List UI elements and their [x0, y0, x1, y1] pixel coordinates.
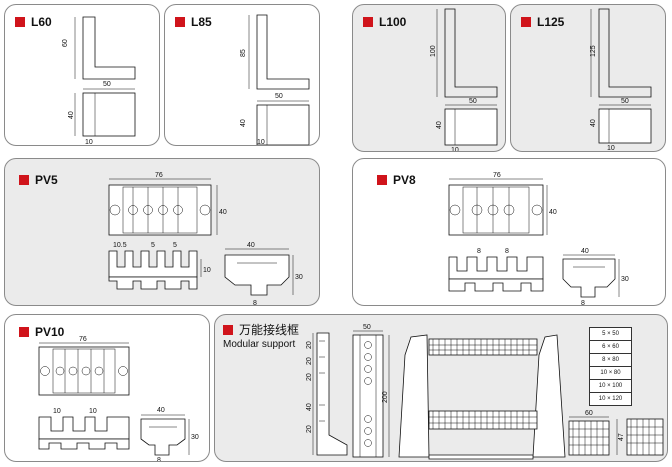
dim-slot-b-label: 10 [89, 408, 97, 415]
title-cn: 万能接线框 [239, 323, 300, 337]
panel-modular-support: 万能接线框 Modular support 20 20 20 40 20 50 … [214, 314, 668, 462]
dim-thick-label: 10 [257, 139, 265, 146]
dim-height-label: 60 [62, 39, 69, 47]
dim-end-width-label: 40 [247, 242, 255, 249]
dim-end-gap-label: 8 [581, 300, 585, 306]
dim-length-label: 76 [155, 172, 163, 179]
dim-depth-label: 40 [68, 111, 75, 119]
size-cell: 6 × 60 [589, 340, 632, 354]
dim-slot-a-label: 8 [477, 248, 481, 255]
title-en: Modular support [223, 339, 296, 350]
panel-pv10: PV10 76 10 10 40 30 8 [4, 314, 210, 462]
dim-height-label: 85 [240, 49, 247, 57]
panel-l85: L85 85 50 40 10 [164, 4, 320, 146]
panel-title: PV8 [377, 173, 416, 187]
title-text: L100 [379, 15, 407, 29]
dim-depth-label: 40 [436, 121, 443, 129]
dim-end-height-label: 30 [295, 274, 303, 281]
dim-depth-label: 40 [590, 119, 597, 127]
title-text: L125 [537, 15, 565, 29]
dim-width-label: 50 [469, 98, 477, 105]
title-text: PV5 [35, 173, 58, 187]
dim-slot-c-label: 5 [173, 242, 177, 249]
dim-slot-a-label: 10 [53, 408, 61, 415]
size-table: 5 × 50 6 × 60 8 × 80 10 × 80 10 × 100 10… [589, 327, 632, 406]
modular-drawing: 20 20 20 40 20 50 200 60 [306, 324, 664, 460]
red-square-icon [19, 327, 29, 337]
dim-width-label: 50 [103, 81, 111, 88]
left-dim-label: 20 [306, 357, 313, 365]
panel-l60: L60 60 50 40 10 [4, 4, 160, 146]
panel-title: PV10 [19, 325, 64, 339]
left-dim-label: 40 [306, 403, 313, 411]
dim-end-height-label: 30 [621, 276, 629, 283]
panel-title: L85 [175, 15, 212, 29]
dim-height-label: 40 [219, 209, 227, 216]
dim-height-label: 100 [430, 45, 437, 57]
red-square-icon [175, 17, 185, 27]
panel-title: L125 [521, 15, 564, 29]
comb-rows [428, 338, 538, 430]
dim-width-label: 50 [275, 93, 283, 100]
red-square-icon [223, 324, 233, 335]
panel-pv5: PV5 76 40 10.5 5 5 10 40 30 8 [4, 158, 320, 306]
size-cell: 8 × 80 [589, 353, 632, 367]
small-width-label: 60 [585, 410, 593, 417]
small-height-label: 47 [618, 433, 625, 441]
title-text: L60 [31, 15, 52, 29]
dim-end-width-label: 40 [157, 407, 165, 414]
l100-drawing: 100 50 40 10 [430, 8, 498, 152]
panel-pv8: PV8 76 40 8 8 40 30 8 [352, 158, 666, 306]
dim-end-gap-label: 8 [253, 300, 257, 306]
pv10-drawing: 76 10 10 40 30 8 [38, 336, 199, 462]
pv5-drawing: 76 40 10.5 5 5 10 40 30 8 [108, 172, 303, 306]
dim-side-label: 10 [203, 267, 211, 274]
column-width-label: 50 [363, 324, 371, 331]
column-height-label: 200 [382, 391, 389, 403]
panel-l100: L100 100 50 40 10 [352, 4, 506, 152]
red-square-icon [15, 17, 25, 27]
size-cell: 10 × 100 [589, 379, 632, 393]
panel-title: PV5 [19, 173, 58, 187]
dim-end-gap-label: 8 [157, 457, 161, 462]
title-text: PV10 [35, 325, 65, 339]
panel-title: L100 [363, 15, 406, 29]
title-text: PV8 [393, 173, 416, 187]
red-square-icon [363, 17, 373, 27]
red-square-icon [377, 175, 387, 185]
dim-length-label: 76 [493, 172, 501, 179]
panel-title: 万能接线框 Modular support [223, 321, 299, 350]
dim-width-label: 50 [621, 98, 629, 105]
dim-end-height-label: 30 [191, 434, 199, 441]
dim-end-width-label: 40 [581, 248, 589, 255]
dim-height-label: 125 [590, 45, 597, 57]
panel-l125: L125 125 50 40 10 [510, 4, 666, 152]
dim-height-label: 40 [549, 209, 557, 216]
left-dim-label: 20 [306, 425, 313, 433]
dim-thick-label: 10 [451, 147, 459, 152]
size-cell: 5 × 50 [589, 327, 632, 341]
red-square-icon [521, 17, 531, 27]
l85-drawing: 85 50 40 10 [240, 14, 310, 146]
dim-thick-label: 10 [607, 145, 615, 152]
red-square-icon [19, 175, 29, 185]
size-cell: 10 × 120 [589, 392, 632, 406]
left-dim-label: 20 [306, 373, 313, 381]
dim-slot-b-label: 5 [151, 242, 155, 249]
dim-length-label: 76 [79, 336, 87, 343]
title-text: L85 [191, 15, 212, 29]
panel-title: L60 [15, 15, 52, 29]
size-cell: 10 × 80 [589, 366, 632, 380]
dim-slot-b-label: 8 [505, 248, 509, 255]
dim-thick-label: 10 [85, 139, 93, 146]
dim-slot-a-label: 10.5 [113, 242, 127, 249]
pv8-drawing: 76 40 8 8 40 30 8 [448, 172, 629, 306]
l125-drawing: 125 50 40 10 [590, 8, 652, 152]
l60-drawing: 60 50 40 10 [62, 16, 136, 146]
dim-depth-label: 40 [240, 119, 247, 127]
left-dim-label: 20 [306, 341, 313, 349]
